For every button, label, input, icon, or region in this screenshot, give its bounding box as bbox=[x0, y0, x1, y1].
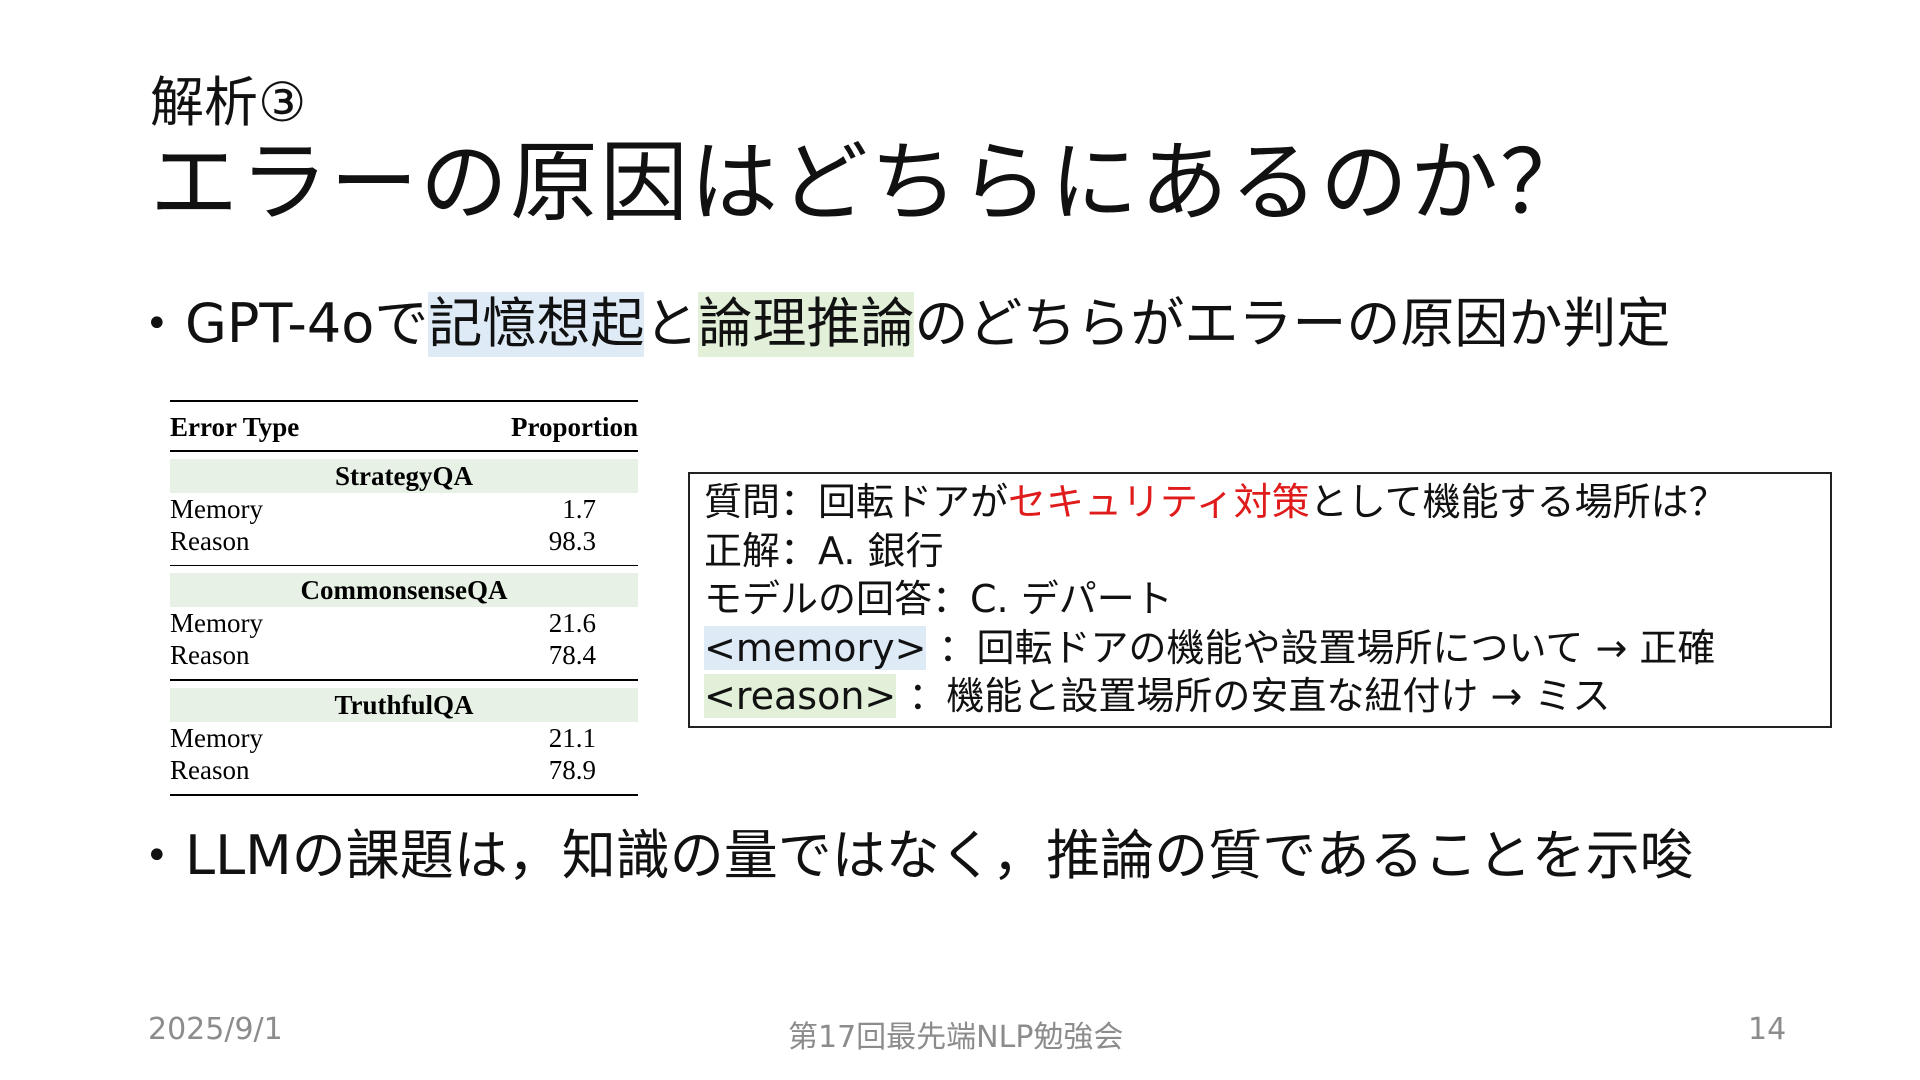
table-header-rule bbox=[170, 450, 638, 452]
row-label: Reason bbox=[170, 640, 250, 670]
table-row: Reason 98.3 bbox=[170, 525, 638, 557]
table-group-strategyqa: StrategyQA Memory 1.7 Reason 98.3 bbox=[170, 458, 638, 557]
row-label: Reason bbox=[170, 525, 250, 556]
bullet-dot: • bbox=[145, 833, 169, 880]
example-reason-line: <reason> ：機能と設置場所の安直な紐付け → ミス bbox=[704, 672, 1816, 721]
footer-event: 第17回最先端NLP勉強会 bbox=[788, 1020, 1124, 1055]
bullet-text-pre: GPT-4oで bbox=[185, 292, 429, 355]
bullet-conclusion-text: LLMの課題は，知識の量ではなく，推論の質であることを示唆 bbox=[185, 824, 1694, 887]
memory-recall-highlight: 記憶想起 bbox=[428, 292, 645, 357]
question-highlight-red: セキュリティ対策 bbox=[1008, 480, 1310, 524]
bullet-gpt4o-judgement: • GPT-4oで記憶想起と論理推論のどちらがエラーの原因か判定 bbox=[145, 292, 1670, 357]
bullet-conclusion: • LLMの課題は，知識の量ではなく，推論の質であることを示唆 bbox=[145, 824, 1694, 889]
bullet-dot: • bbox=[145, 301, 169, 348]
example-box: 質問：回転ドアがセキュリティ対策として機能する場所は？ 正解：A. 銀行 モデル… bbox=[688, 472, 1832, 728]
page-number: 14 bbox=[1748, 1012, 1787, 1047]
row-value: 21.1 bbox=[548, 722, 596, 753]
example-memory-line: <memory> ：回転ドアの機能や設置場所について → 正確 bbox=[704, 624, 1816, 673]
reason-tag: <reason> bbox=[704, 674, 897, 718]
section-label: CommonsenseQA bbox=[170, 573, 638, 607]
table-group-rule bbox=[170, 679, 638, 681]
slide-kicker: 解析③ bbox=[150, 71, 307, 134]
row-label: Reason bbox=[170, 754, 250, 785]
row-value: 98.3 bbox=[548, 525, 596, 556]
row-value: 1.7 bbox=[562, 493, 596, 524]
row-value: 78.9 bbox=[548, 754, 596, 785]
question-text-post: として機能する場所は？ bbox=[1309, 480, 1727, 524]
header-proportion: Proportion bbox=[511, 412, 638, 442]
example-question: 質問：回転ドアがセキュリティ対策として機能する場所は？ bbox=[704, 478, 1816, 527]
table-top-rule bbox=[170, 400, 638, 402]
row-label: Memory bbox=[170, 722, 263, 753]
bullet-text-post: のどちらがエラーの原因か判定 bbox=[914, 292, 1671, 355]
memory-tag: <memory> bbox=[704, 625, 927, 670]
table-group-rule bbox=[170, 564, 638, 566]
row-label: Memory bbox=[170, 493, 263, 524]
slide-title: エラーの原因はどちらにあるのか？ bbox=[150, 131, 1591, 234]
bullet-text-mid: と bbox=[644, 292, 699, 355]
row-label: Memory bbox=[170, 608, 263, 638]
section-label: TruthfulQA bbox=[170, 687, 638, 722]
table-row: Reason 78.9 bbox=[170, 754, 638, 786]
section-label: StrategyQA bbox=[170, 458, 638, 493]
row-value: 78.4 bbox=[548, 640, 596, 670]
logical-reasoning-highlight: 論理推論 bbox=[698, 292, 915, 357]
error-type-table: Error Type Proportion StrategyQA Memory … bbox=[170, 400, 638, 796]
example-answer: 正解：A. 銀行 bbox=[704, 528, 944, 573]
table-row: Memory 21.6 bbox=[170, 607, 638, 639]
example-model-answer: モデルの回答：C. デパート bbox=[704, 577, 1173, 621]
table-group-commonsenseqa: CommonsenseQA Memory 21.6 Reason 78.4 bbox=[170, 573, 638, 671]
table-row: Memory 21.1 bbox=[170, 722, 638, 754]
header-error-type: Error Type bbox=[170, 412, 300, 442]
reason-judgement: ：機能と設置場所の安直な紐付け → ミス bbox=[908, 674, 1611, 718]
table-row: Memory 1.7 bbox=[170, 493, 638, 525]
row-value: 21.6 bbox=[548, 608, 596, 638]
footer-date: 2025/9/1 bbox=[148, 1012, 283, 1047]
table-row: Reason 78.4 bbox=[170, 639, 638, 671]
table-bottom-rule bbox=[170, 793, 638, 796]
table-header-row: Error Type Proportion bbox=[170, 402, 638, 450]
question-text-pre: 質問：回転ドアが bbox=[704, 480, 1009, 524]
memory-judgement: ：回転ドアの機能や設置場所について → 正確 bbox=[938, 625, 1716, 670]
table-group-truthfulqa: TruthfulQA Memory 21.1 Reason 78.9 bbox=[170, 687, 638, 786]
